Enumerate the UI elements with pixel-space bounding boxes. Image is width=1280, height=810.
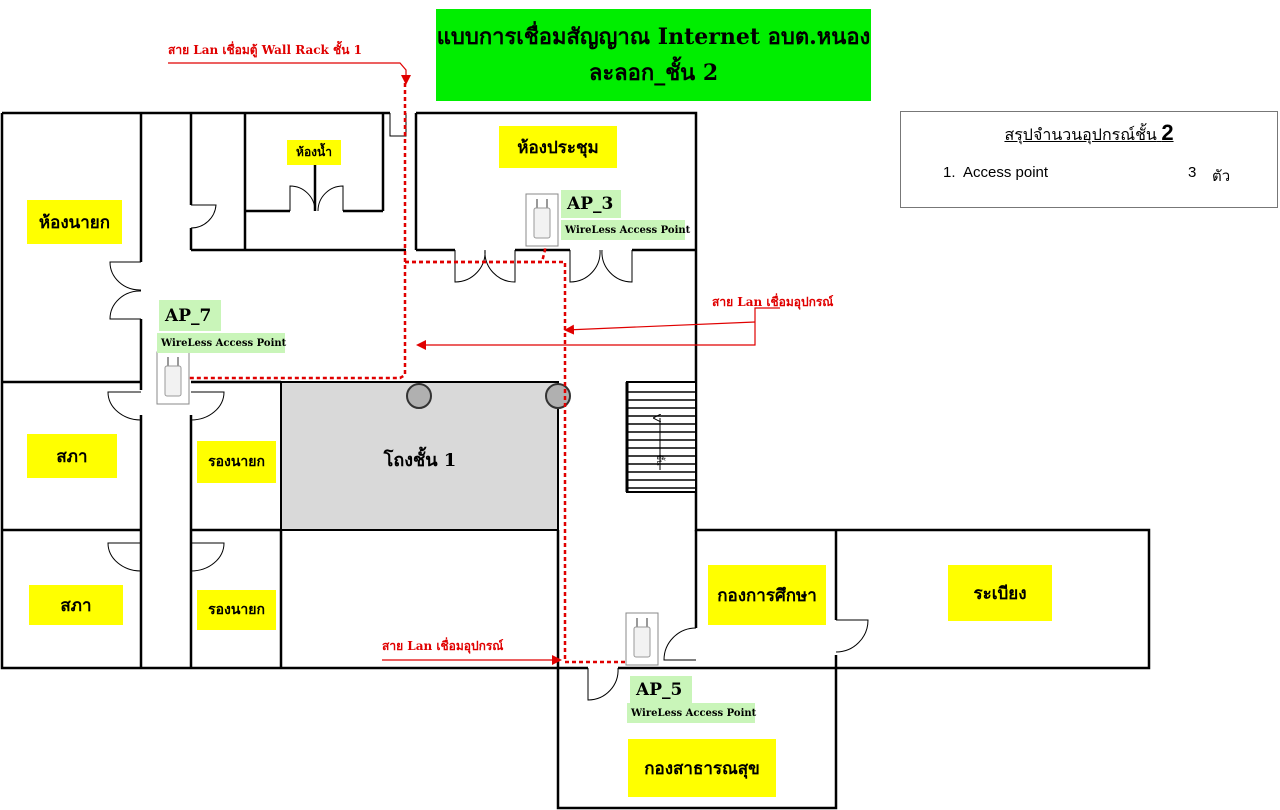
room-council-2: สภา	[29, 585, 123, 625]
summary-heading: สรุปจำนวนอุปกรณ์ชั้น 2	[901, 120, 1277, 148]
summary-item-index: 1.	[943, 164, 956, 181]
ap7-description: WireLess Access Point	[157, 333, 286, 353]
room-deputy-1: รองนายก	[197, 441, 276, 483]
ap7-device	[156, 351, 190, 405]
summary-heading-text: สรุปจำนวนอุปกรณ์ชั้น	[1004, 127, 1157, 144]
summary-item-name: Access point	[963, 164, 1049, 181]
cable-label-device-right: สาย Lan เชื่อมอุปกรณ์	[712, 294, 834, 309]
ap5-name: AP_5	[630, 676, 692, 704]
lan-cables	[180, 83, 628, 664]
summary-item-unit: ตัว	[1212, 168, 1231, 185]
column-left	[406, 383, 432, 409]
ap3-name: AP_3	[561, 190, 621, 218]
ap5-device	[625, 612, 659, 666]
room-education: กองการศึกษา	[708, 565, 826, 625]
room-public-health: กองสาธารณสุข	[628, 739, 776, 797]
diagram-title: แบบการเชื่อมสัญญาณ Internet อบต.หนอง ละล…	[436, 9, 871, 101]
stairs	[625, 381, 697, 493]
room-meeting: ห้องประชุม	[499, 126, 617, 168]
stairs-up-label: ขึ้น	[655, 454, 665, 466]
ap3-device	[525, 193, 559, 247]
cable-label-wall-rack: สาย Lan เชื่อมตู้ Wall Rack ชั้น 1	[168, 42, 362, 57]
room-mayor: ห้องนายก	[27, 200, 122, 244]
cable-label-device-bottom: สาย Lan เชื่อมอุปกรณ์	[382, 638, 504, 653]
summary-item-count: 3	[1188, 164, 1197, 181]
title-line-1: แบบการเชื่อมสัญญาณ Internet อบต.หนอง	[436, 24, 871, 50]
ap7-name: AP_7	[159, 300, 221, 331]
summary-heading-number: 2	[1161, 120, 1174, 145]
room-balcony: ระเบียง	[948, 565, 1052, 621]
title-line-2: ละลอก_ชั้น 2	[588, 60, 719, 86]
ap3-description: WireLess Access Point	[561, 220, 690, 240]
room-council-1: สภา	[27, 434, 117, 478]
room-deputy-2: รองนายก	[197, 590, 276, 630]
room-hall: โถงชั้น 1	[383, 449, 457, 471]
device-summary-box: สรุปจำนวนอุปกรณ์ชั้น 2 1. Access point 3…	[900, 111, 1278, 208]
ap5-description: WireLess Access Point	[627, 703, 756, 723]
room-restroom: ห้องน้ำ	[287, 140, 341, 165]
column-right	[545, 383, 571, 409]
